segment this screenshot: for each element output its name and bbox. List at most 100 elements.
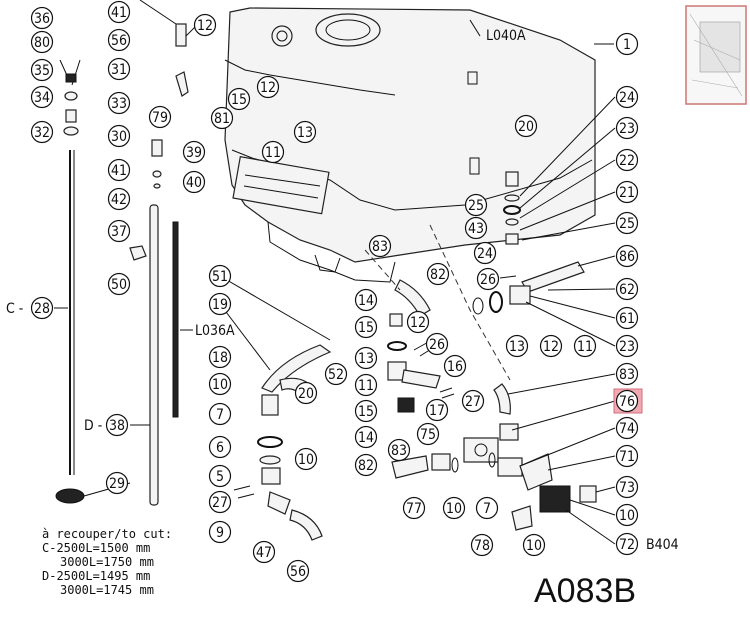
callout-10[interactable]: 10 — [208, 372, 232, 396]
callout-circle — [615, 211, 639, 235]
callout-38[interactable]: 38 — [105, 413, 129, 437]
callout-16[interactable]: 16 — [443, 354, 467, 378]
callout-15[interactable]: 15 — [354, 315, 378, 339]
callout-86[interactable]: 86 — [615, 244, 639, 268]
callout-72[interactable]: 72 — [615, 532, 639, 556]
callout-75[interactable]: 75 — [416, 422, 440, 446]
callout-13[interactable]: 13 — [293, 120, 317, 144]
callout-14[interactable]: 14 — [354, 425, 378, 449]
callout-77[interactable]: 77 — [402, 496, 426, 520]
callout-37[interactable]: 37 — [107, 219, 131, 243]
callout-11[interactable]: 11 — [573, 334, 597, 358]
callout-21[interactable]: 21 — [615, 180, 639, 204]
callout-19[interactable]: 19 — [208, 292, 232, 316]
callout-40[interactable]: 40 — [182, 170, 206, 194]
callout-11[interactable]: 11 — [354, 373, 378, 397]
callout-74[interactable]: 74 — [615, 416, 639, 440]
callout-circle — [368, 234, 392, 258]
callout-56[interactable]: 56 — [286, 559, 310, 583]
callout-30[interactable]: 30 — [107, 124, 131, 148]
callout-10[interactable]: 10 — [294, 447, 318, 471]
overview-thumbnail[interactable] — [685, 5, 747, 105]
callout-circle — [539, 334, 563, 358]
callout-1[interactable]: 1 — [615, 32, 639, 56]
callout-10[interactable]: 10 — [442, 496, 466, 520]
callout-82[interactable]: 82 — [426, 262, 450, 286]
callout-15[interactable]: 15 — [354, 399, 378, 423]
callout-circle — [402, 496, 426, 520]
callout-51[interactable]: 51 — [208, 264, 232, 288]
callout-39[interactable]: 39 — [182, 140, 206, 164]
callout-20[interactable]: 20 — [294, 381, 318, 405]
callout-76-highlight[interactable]: 76 — [613, 388, 643, 414]
callout-78[interactable]: 78 — [470, 533, 494, 557]
callout-23[interactable]: 23 — [615, 116, 639, 140]
callout-circle — [573, 334, 597, 358]
callout-12[interactable]: 12 — [193, 13, 217, 37]
callout-22[interactable]: 22 — [615, 148, 639, 172]
callout-34[interactable]: 34 — [30, 85, 54, 109]
callout-26[interactable]: 26 — [476, 267, 500, 291]
callout-79[interactable]: 79 — [148, 105, 172, 129]
callout-41[interactable]: 41 — [107, 158, 131, 182]
callout-83[interactable]: 83 — [368, 234, 392, 258]
callout-12[interactable]: 12 — [256, 75, 280, 99]
callout-18[interactable]: 18 — [208, 345, 232, 369]
callout-83[interactable]: 83 — [387, 438, 411, 462]
callout-number: 15 — [358, 404, 374, 420]
callout-number: 9 — [216, 525, 224, 541]
callout-41[interactable]: 41 — [107, 0, 131, 24]
callout-23[interactable]: 23 — [615, 334, 639, 358]
callout-20[interactable]: 20 — [514, 114, 538, 138]
callout-42[interactable]: 42 — [107, 187, 131, 211]
callout-9[interactable]: 9 — [208, 520, 232, 544]
callout-14[interactable]: 14 — [354, 288, 378, 312]
callout-7[interactable]: 7 — [475, 496, 499, 520]
callout-13[interactable]: 13 — [505, 334, 529, 358]
callout-circle — [208, 345, 232, 369]
callout-11[interactable]: 11 — [261, 140, 285, 164]
callout-circle — [464, 216, 488, 240]
callout-circle — [475, 496, 499, 520]
callout-7[interactable]: 7 — [208, 402, 232, 426]
callout-24[interactable]: 24 — [615, 85, 639, 109]
callout-29[interactable]: 29 — [105, 471, 129, 495]
callout-15[interactable]: 15 — [227, 87, 251, 111]
callout-61[interactable]: 61 — [615, 306, 639, 330]
callout-25[interactable]: 25 — [615, 211, 639, 235]
callout-25[interactable]: 25 — [464, 193, 488, 217]
callout-5[interactable]: 5 — [208, 464, 232, 488]
callout-73[interactable]: 73 — [615, 475, 639, 499]
callout-36[interactable]: 36 — [30, 6, 54, 30]
callout-80[interactable]: 80 — [30, 30, 54, 54]
callout-13[interactable]: 13 — [354, 346, 378, 370]
callout-52[interactable]: 52 — [324, 362, 348, 386]
callout-56[interactable]: 56 — [107, 28, 131, 52]
callout-27[interactable]: 27 — [461, 389, 485, 413]
callout-17[interactable]: 17 — [425, 398, 449, 422]
callout-81[interactable]: 81 — [210, 106, 234, 130]
callout-number: 16 — [447, 359, 463, 375]
callout-10[interactable]: 10 — [522, 533, 546, 557]
callout-12[interactable]: 12 — [539, 334, 563, 358]
callout-82[interactable]: 82 — [354, 453, 378, 477]
callout-24[interactable]: 24 — [473, 241, 497, 265]
callout-33[interactable]: 33 — [107, 91, 131, 115]
callout-6[interactable]: 6 — [208, 435, 232, 459]
callout-32[interactable]: 32 — [30, 120, 54, 144]
callout-43[interactable]: 43 — [464, 216, 488, 240]
callout-number: 31 — [111, 62, 127, 78]
callout-35[interactable]: 35 — [30, 58, 54, 82]
callout-83[interactable]: 83 — [615, 362, 639, 386]
callout-10[interactable]: 10 — [615, 503, 639, 527]
callout-31[interactable]: 31 — [107, 57, 131, 81]
callout-62[interactable]: 62 — [615, 277, 639, 301]
callout-27[interactable]: 27 — [208, 490, 232, 514]
callout-12[interactable]: 12 — [406, 310, 430, 334]
callout-circle — [615, 148, 639, 172]
callout-28[interactable]: 28 — [30, 296, 54, 320]
callout-26[interactable]: 26 — [425, 332, 449, 356]
callout-47[interactable]: 47 — [252, 540, 276, 564]
callout-71[interactable]: 71 — [615, 444, 639, 468]
callout-50[interactable]: 50 — [107, 272, 131, 296]
